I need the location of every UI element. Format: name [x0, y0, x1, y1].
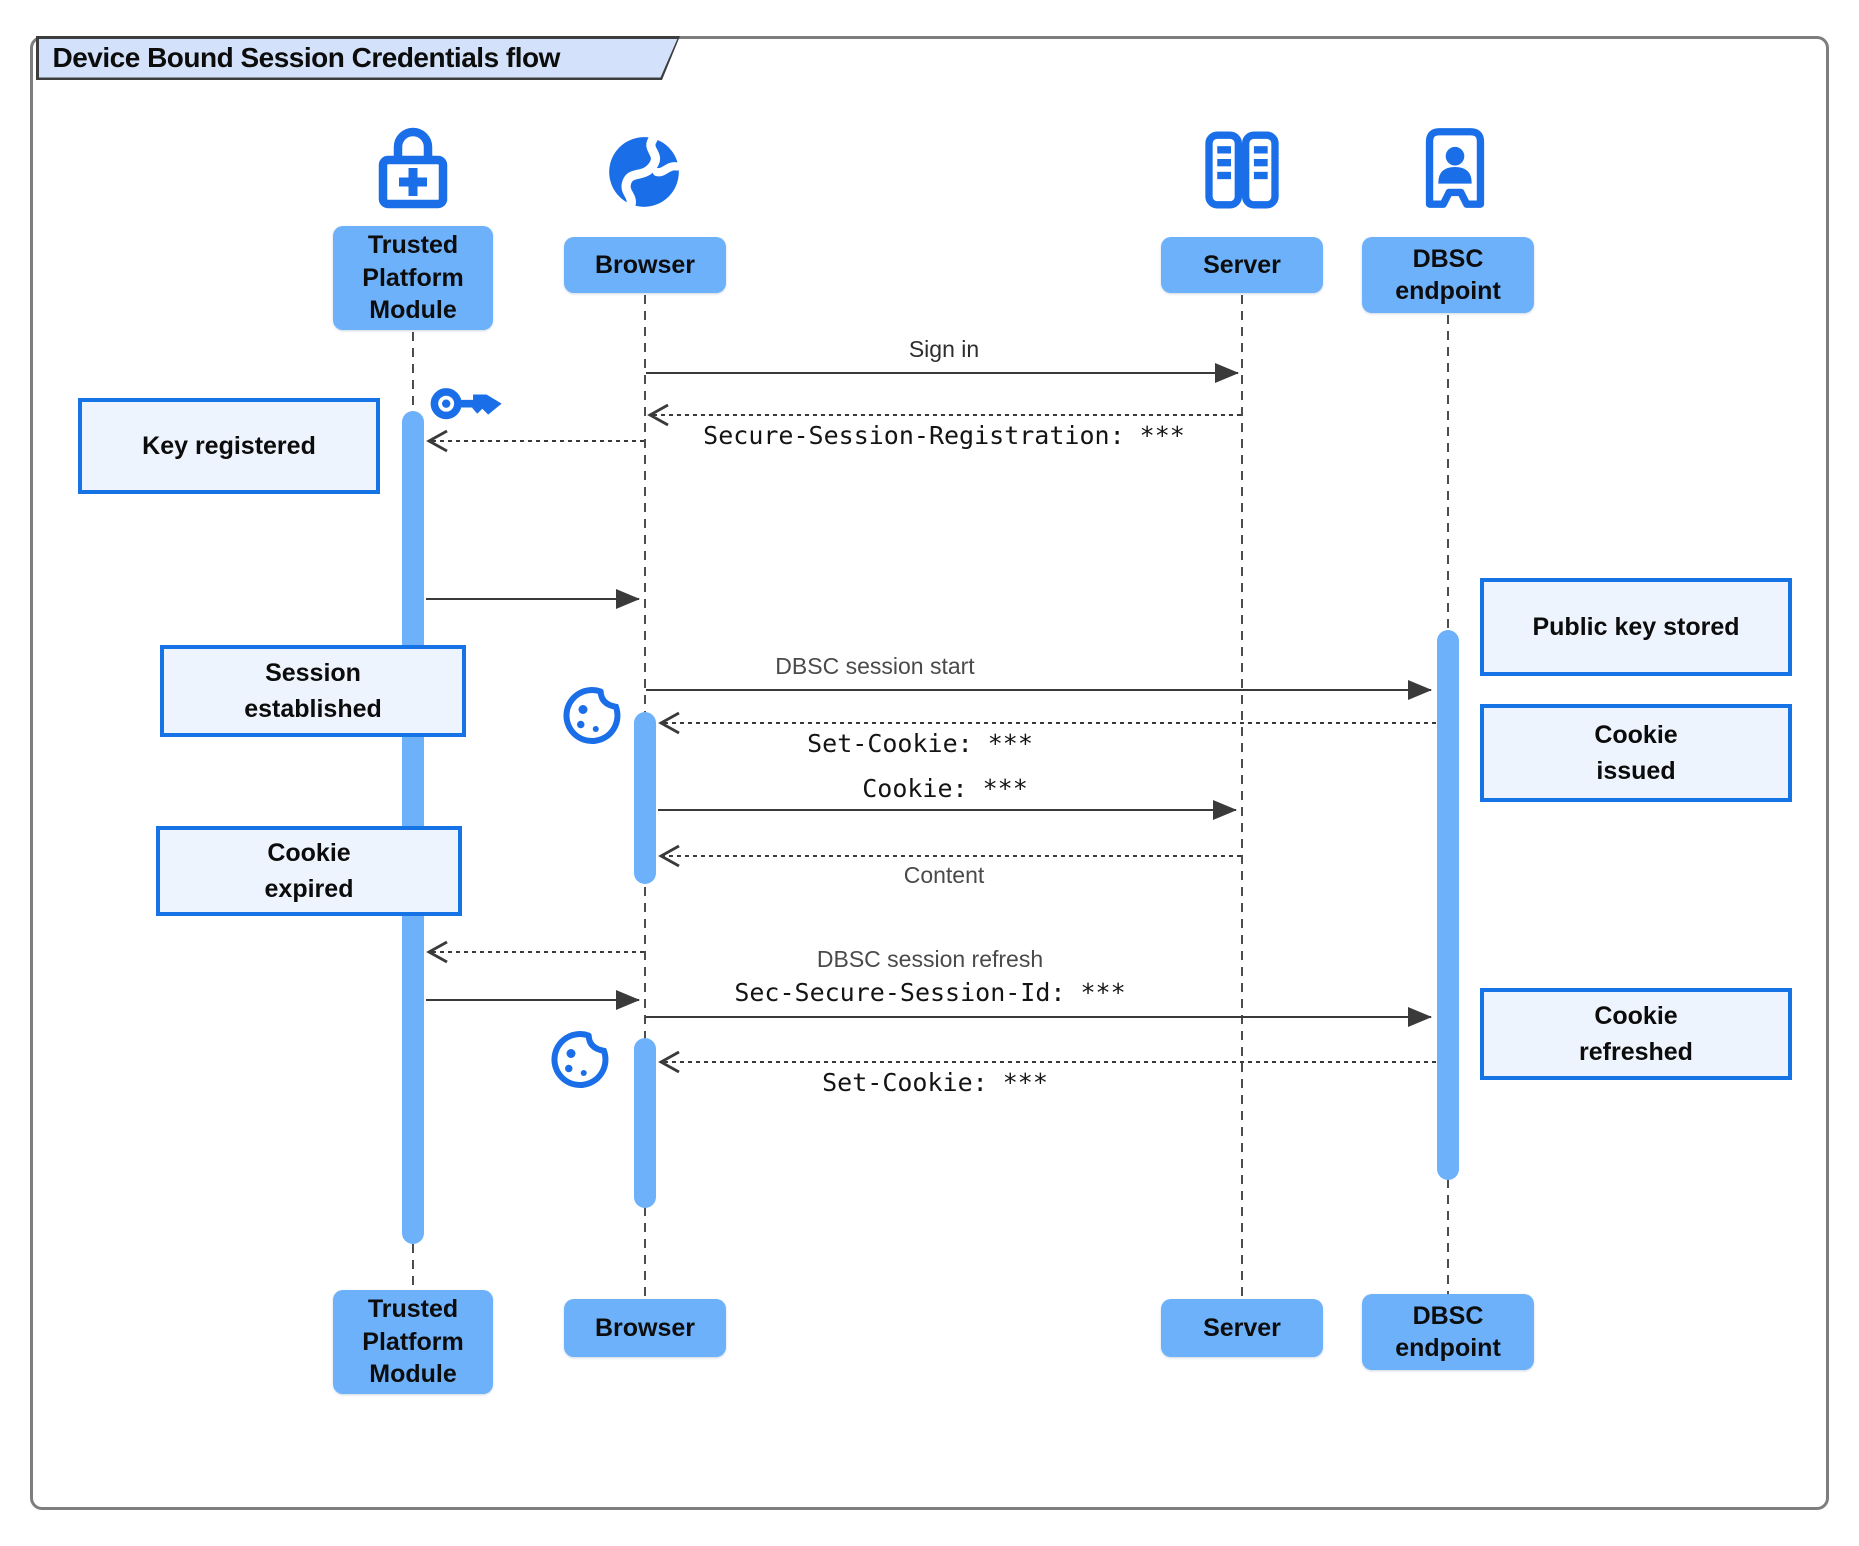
- note-text: Cookie: [267, 838, 351, 867]
- participant-bottom-dbsc: DBSC endpoint: [1362, 1294, 1534, 1370]
- participant-top-server: Server: [1161, 237, 1323, 293]
- note-text: issued: [1596, 757, 1676, 785]
- participant-bottom-server: Server: [1161, 1299, 1323, 1357]
- globe-icon: [609, 134, 682, 209]
- key-icon: [430, 388, 502, 420]
- note-key-registered: Key registered: [78, 398, 380, 494]
- lock-plus-icon: [378, 127, 448, 209]
- message-label-sign-in: Sign in: [908, 336, 980, 362]
- note-text: established: [244, 695, 382, 723]
- message-label-cookie: Cookie: ***: [862, 774, 1028, 803]
- activation-bar-browser-2: [634, 1038, 656, 1208]
- participant-top-dbsc: DBSC endpoint: [1362, 237, 1534, 313]
- participant-bottom-tpm: Trusted Platform Module: [333, 1290, 493, 1394]
- note-cookie-expired: Cookie expired: [156, 826, 462, 916]
- message-label-content: Content: [903, 862, 985, 888]
- note-text: expired: [264, 875, 354, 903]
- note-text: Session: [265, 658, 361, 687]
- note-text: Key registered: [142, 431, 316, 460]
- message-label-sec-secure-session-id: Sec-Secure-Session-Id: ***: [734, 978, 1126, 1007]
- participant-bottom-browser: Browser: [564, 1299, 726, 1357]
- message-label-dbsc-session-refresh: DBSC session refresh: [816, 946, 1044, 972]
- message-label-set-cookie-2: Set-Cookie: ***: [822, 1068, 1048, 1097]
- note-session-established: Session established: [160, 645, 466, 737]
- kiosk-person-icon: [1425, 128, 1485, 208]
- activation-bar-dbsc: [1437, 630, 1459, 1180]
- diagram-title: Device Bound Session Credentials flow: [39, 39, 678, 78]
- message-label-set-cookie-1: Set-Cookie: ***: [807, 729, 1033, 758]
- diagram-title-tag: Device Bound Session Credentials flow: [36, 36, 680, 80]
- activation-bar-browser-1: [634, 712, 656, 884]
- cookie-icon-2: [551, 1031, 609, 1089]
- note-cookie-refreshed: Cookie refreshed: [1480, 988, 1792, 1080]
- note-text: refreshed: [1579, 1038, 1693, 1066]
- message-label-dbsc-session-start: DBSC session start: [775, 653, 975, 679]
- participant-top-tpm: Trusted Platform Module: [333, 226, 493, 330]
- note-text: Public key stored: [1532, 612, 1740, 641]
- cookie-icon-1: [563, 687, 621, 745]
- note-text: Cookie: [1594, 1001, 1678, 1030]
- message-label-secure-session-registration: Secure-Session-Registration: ***: [703, 421, 1185, 450]
- note-cookie-issued: Cookie issued: [1480, 704, 1792, 802]
- note-public-key-stored: Public key stored: [1480, 578, 1792, 676]
- note-text: Cookie: [1594, 720, 1678, 749]
- participant-top-browser: Browser: [564, 237, 726, 293]
- server-racks-icon: [1205, 131, 1279, 209]
